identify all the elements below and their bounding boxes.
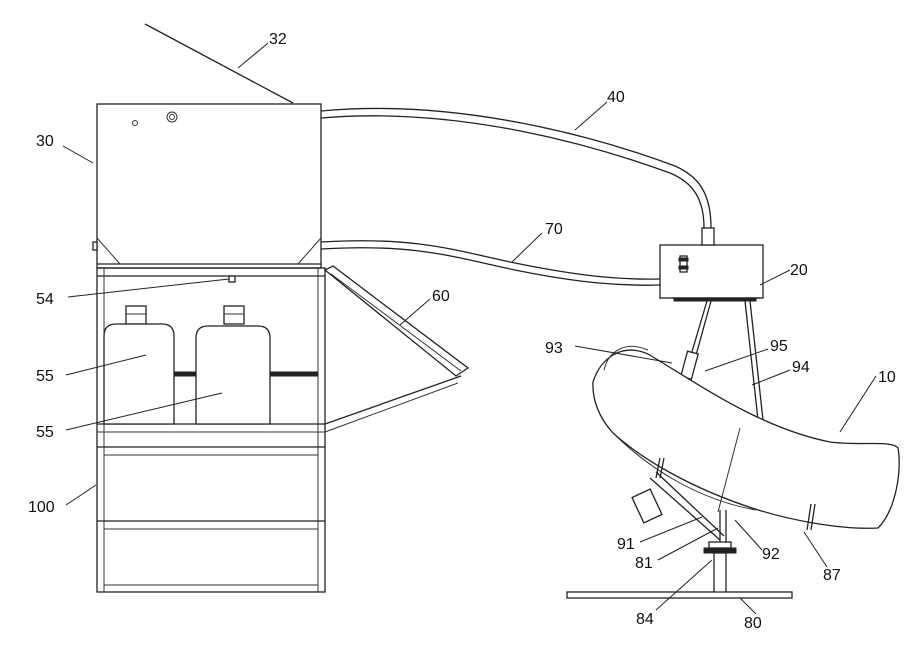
label-70: 70 [545, 221, 563, 238]
label-94: 94 [792, 359, 810, 376]
label-100: 100 [28, 499, 55, 516]
bottle-left [104, 306, 174, 424]
label-87: 87 [823, 567, 841, 584]
tube-70 [321, 241, 660, 285]
label-80: 80 [744, 615, 762, 632]
base-plate [567, 592, 792, 598]
label-30: 30 [36, 133, 54, 150]
label-55-right: 55 [36, 424, 54, 441]
label-92: 92 [762, 546, 780, 563]
label-93: 93 [545, 340, 563, 357]
hopper-body [97, 104, 321, 268]
label-95: 95 [770, 338, 788, 355]
label-91: 91 [617, 536, 635, 553]
label-55-left: 55 [36, 368, 54, 385]
sensor-54 [229, 276, 235, 282]
label-54: 54 [36, 291, 54, 308]
box-20 [660, 228, 763, 301]
slide-10 [593, 346, 899, 540]
label-81: 81 [635, 555, 653, 572]
stand-80 [567, 510, 792, 598]
hopper-unit [93, 24, 321, 268]
label-60: 60 [432, 288, 450, 305]
label-40: 40 [607, 89, 625, 106]
label-10: 10 [878, 369, 896, 386]
label-32: 32 [269, 31, 287, 48]
bottle-right [196, 306, 270, 424]
label-20: 20 [790, 262, 808, 279]
label-84: 84 [636, 611, 654, 628]
box-body [660, 245, 763, 298]
flange-84 [704, 548, 736, 553]
tube-40 [321, 108, 711, 228]
